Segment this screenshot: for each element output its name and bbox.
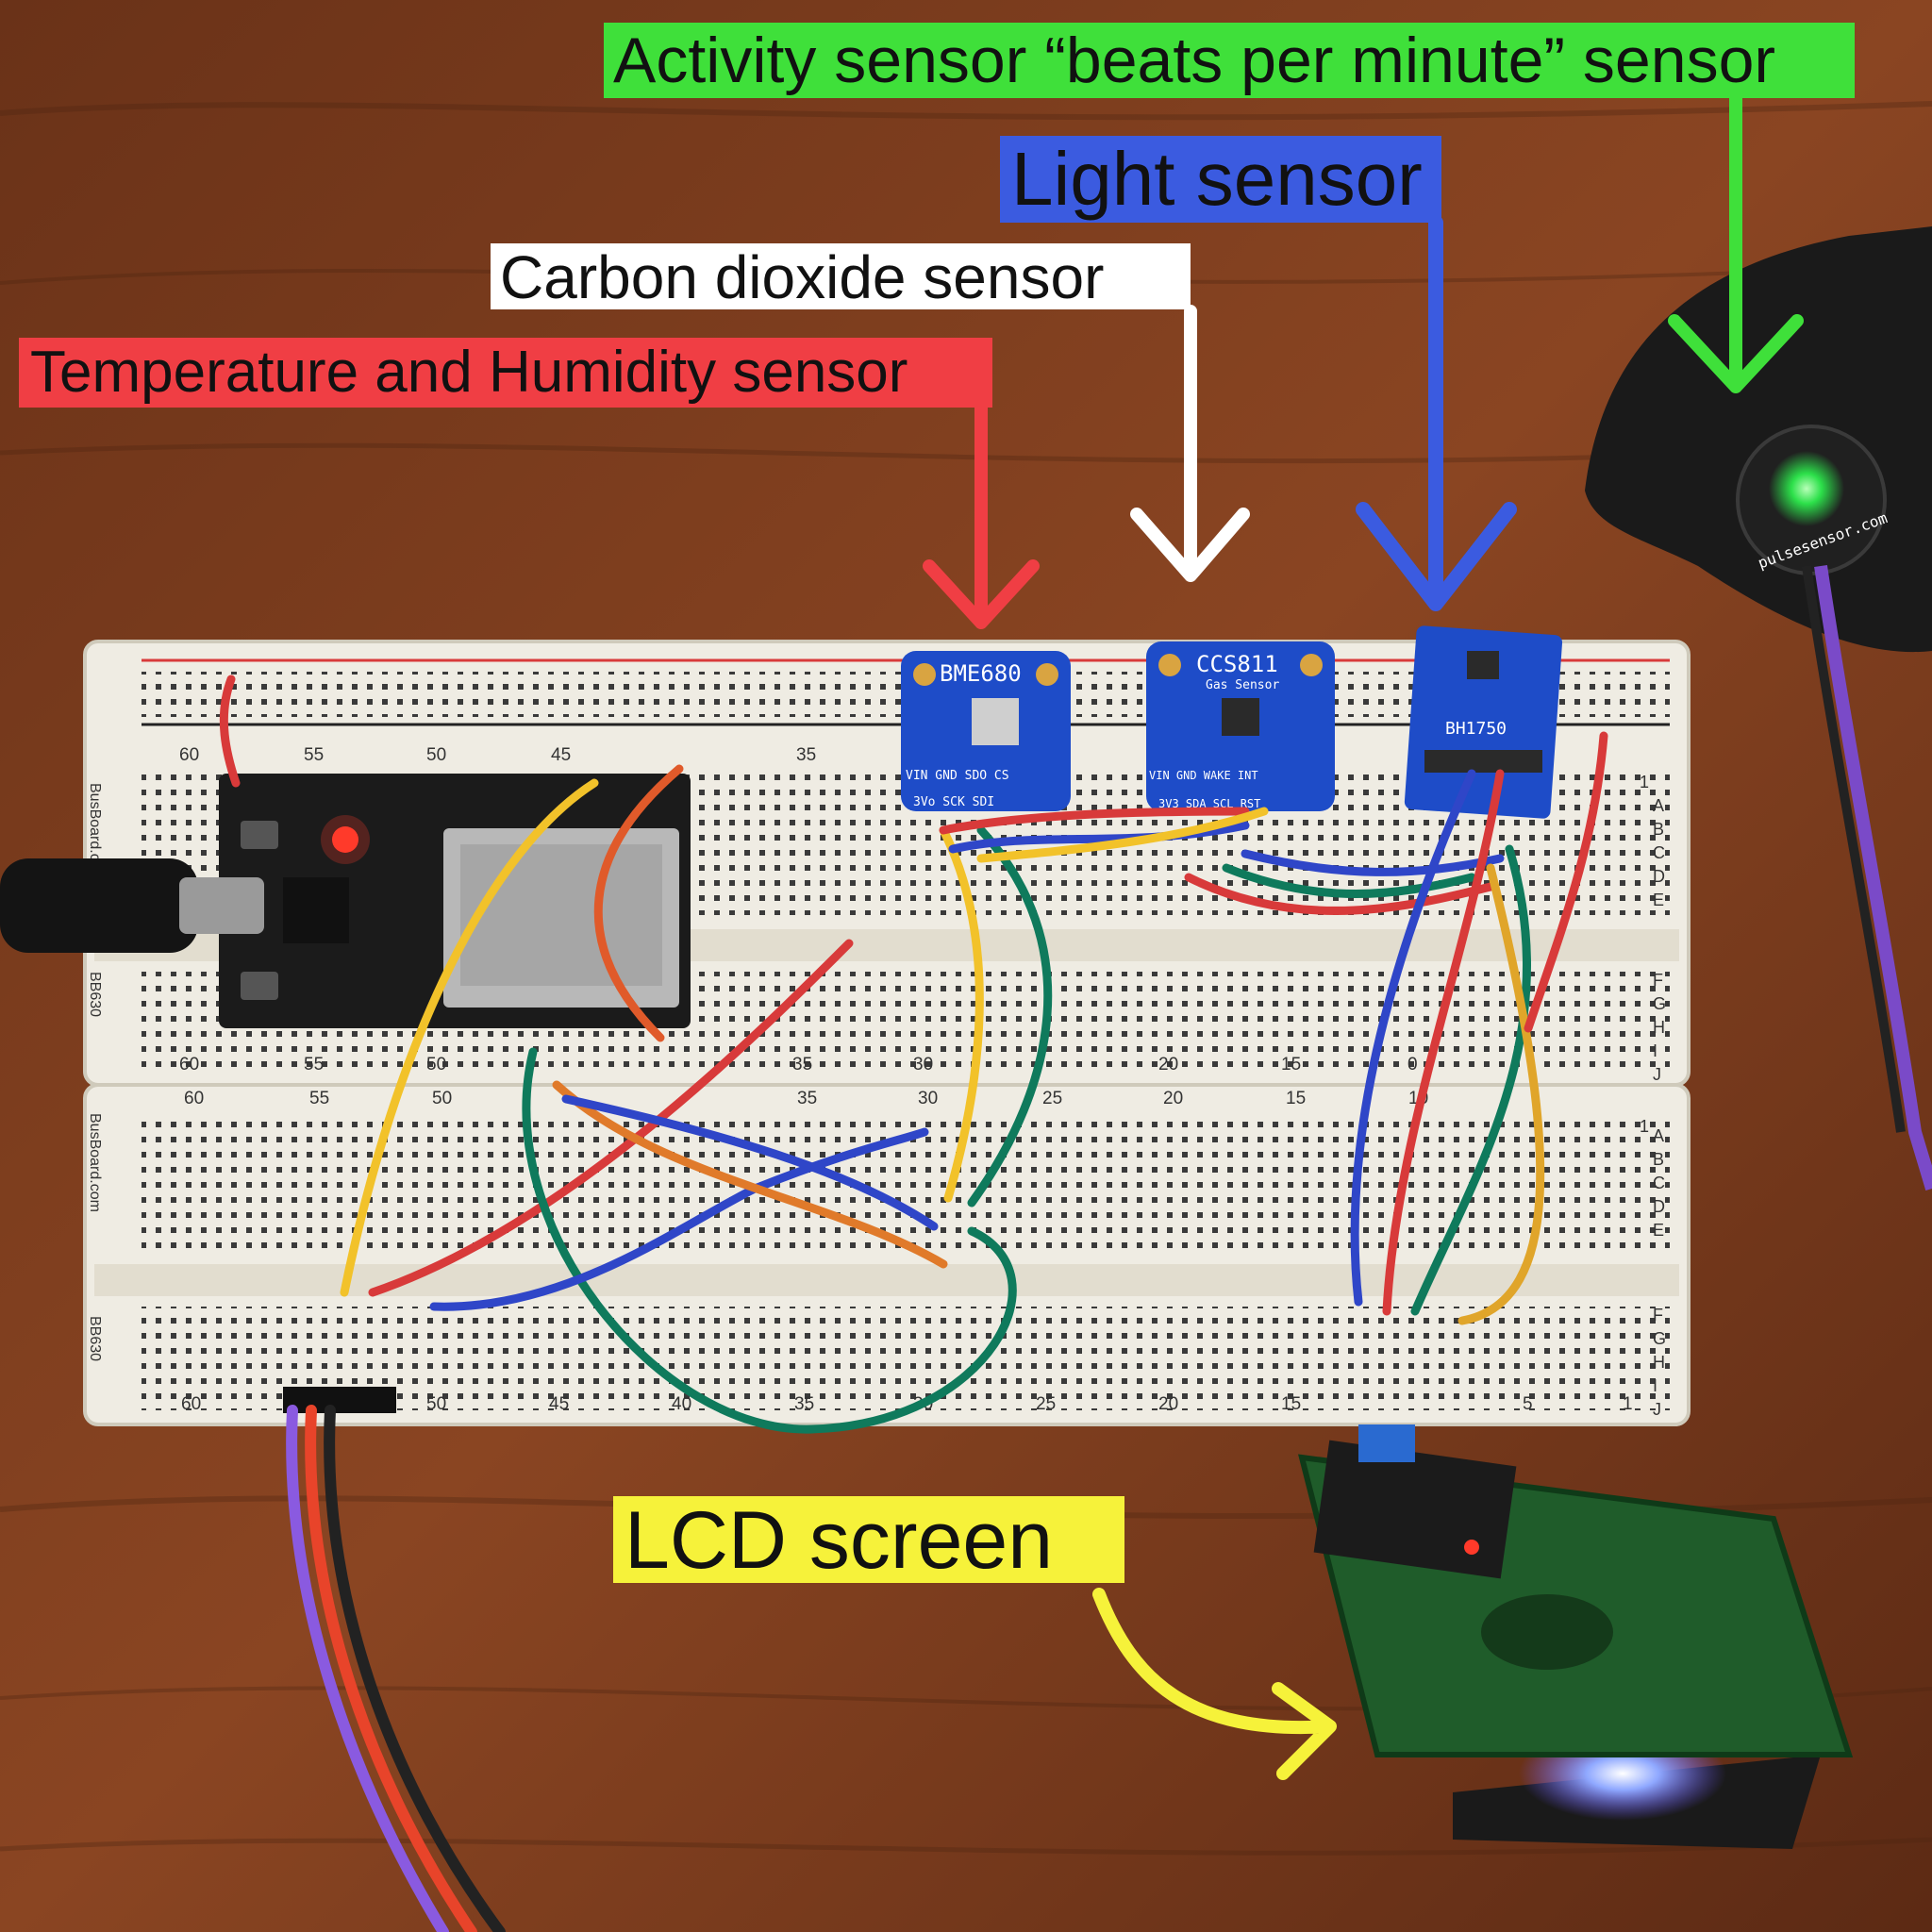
column-number-60: 60: [181, 1394, 201, 1414]
svg-text:1: 1: [1640, 773, 1649, 791]
column-number-35: 35: [792, 1055, 812, 1074]
breadboard-text: BusBoard.com BB630 BusBoard.com BB630 1 …: [87, 745, 1666, 1419]
column-number-50: 50: [426, 1394, 446, 1414]
row-label-I: I: [1653, 1376, 1657, 1395]
usb-cable: [0, 858, 198, 953]
row-label-C: C: [1653, 1174, 1665, 1192]
column-number-5: 5: [1523, 1394, 1533, 1414]
column-number-50: 50: [432, 1089, 452, 1108]
row-label-A: A: [1653, 796, 1664, 815]
bh1750-board: BH1750: [1404, 625, 1563, 819]
row-label-H: H: [1653, 1018, 1665, 1037]
breadboard-lower: [83, 1083, 1690, 1426]
row-label-E: E: [1653, 891, 1664, 909]
column-number-50: 50: [426, 745, 446, 765]
callout-arrows: [923, 92, 1804, 1780]
lcd-arrow: [1092, 1588, 1337, 1780]
esp32-board: [0, 774, 691, 1028]
temp-arrow: [923, 401, 1040, 629]
column-number-45: 45: [551, 745, 571, 765]
svg-text:3V3 SDA SCL RST: 3V3 SDA SCL RST: [1158, 797, 1260, 810]
svg-text:VIN GND SDO CS: VIN GND SDO CS: [906, 769, 1009, 783]
row-label-J: J: [1653, 1400, 1661, 1419]
column-number-60: 60: [179, 1055, 199, 1074]
ccs811-board: CCS811 Gas Sensor VIN GND WAKE INT 3V3 S…: [1146, 641, 1335, 811]
column-number-0: 0: [1407, 1055, 1418, 1074]
column-number-25: 25: [1036, 1394, 1056, 1414]
pulse-sensor-connector-cable: [283, 1387, 506, 1932]
svg-text:CCS811: CCS811: [1196, 651, 1278, 677]
column-number-60: 60: [179, 745, 199, 765]
column-number-35: 35: [797, 1089, 817, 1108]
column-number-45: 45: [549, 1394, 569, 1414]
svg-text:3Vo SCK SDI: 3Vo SCK SDI: [913, 795, 994, 809]
row-label-E: E: [1653, 1221, 1664, 1240]
micro-usb-plug: [179, 877, 264, 934]
svg-text:VIN GND WAKE INT: VIN GND WAKE INT: [1149, 769, 1258, 782]
row-label-J: J: [1653, 1065, 1661, 1084]
bme680-board: BME680 VIN GND SDO CS 3Vo SCK SDI: [901, 651, 1071, 811]
column-number-55: 55: [304, 1055, 324, 1074]
column-number-55: 55: [309, 1089, 329, 1108]
light-sensor-label: Light sensor: [1000, 136, 1441, 223]
pulse-sensor-cable: [1814, 564, 1932, 1191]
column-number-40: 40: [672, 1394, 691, 1414]
svg-text:BME680: BME680: [940, 660, 1022, 687]
activity-sensor-label: Activity sensor “beats per minute” senso…: [604, 23, 1855, 98]
temperature-humidity-sensor-label: Temperature and Humidity sensor: [19, 338, 992, 408]
row-label-A: A: [1653, 1126, 1664, 1145]
column-number-30: 30: [918, 1089, 938, 1108]
lcd-module: [1298, 1424, 1854, 1849]
row-label-F: F: [1653, 1306, 1663, 1324]
row-label-H: H: [1653, 1353, 1665, 1372]
column-number-60: 60: [184, 1089, 204, 1108]
row-label-I: I: [1653, 1041, 1657, 1060]
row-label-G: G: [1653, 1329, 1666, 1348]
pulse-sensor-led-glow: [1769, 451, 1844, 526]
carbon-dioxide-sensor-label: Carbon dioxide sensor: [491, 243, 1191, 309]
svg-text:BusBoard.com: BusBoard.com: [87, 1113, 103, 1212]
column-number-1: 1: [1623, 1394, 1633, 1414]
row-label-B: B: [1653, 1150, 1664, 1169]
column-number-35: 35: [794, 1394, 814, 1414]
svg-text:1: 1: [1640, 1117, 1649, 1136]
svg-text:BB630: BB630: [87, 1316, 103, 1361]
co2-arrow: [1130, 305, 1250, 582]
svg-text:BusBoard.com: BusBoard.com: [87, 783, 103, 882]
lcd-screen-label: LCD screen: [613, 1496, 1124, 1583]
row-label-G: G: [1653, 994, 1666, 1013]
column-number-30: 30: [913, 1055, 933, 1074]
activity-arrow: [1668, 92, 1804, 393]
row-label-F: F: [1653, 971, 1663, 990]
column-number-15: 15: [1281, 1055, 1301, 1074]
power-led: [332, 826, 358, 853]
row-label-C: C: [1653, 843, 1665, 862]
column-number-15: 15: [1286, 1089, 1306, 1108]
column-number-55: 55: [304, 745, 324, 765]
column-number-15: 15: [1281, 1394, 1301, 1414]
row-label-D: D: [1653, 1197, 1665, 1216]
svg-text:BH1750: BH1750: [1445, 719, 1507, 739]
light-arrow: [1356, 215, 1517, 611]
row-label-D: D: [1653, 867, 1665, 886]
column-number-20: 20: [1158, 1055, 1178, 1074]
column-number-20: 20: [1163, 1089, 1183, 1108]
jumper-wires: [219, 675, 1608, 1434]
svg-text:BB630: BB630: [87, 972, 103, 1017]
row-label-B: B: [1653, 820, 1664, 839]
column-number-35: 35: [796, 745, 816, 765]
column-number-25: 25: [1042, 1089, 1062, 1108]
column-number-20: 20: [1158, 1394, 1178, 1414]
svg-text:Gas Sensor: Gas Sensor: [1206, 678, 1279, 692]
column-number-50: 50: [426, 1055, 446, 1074]
